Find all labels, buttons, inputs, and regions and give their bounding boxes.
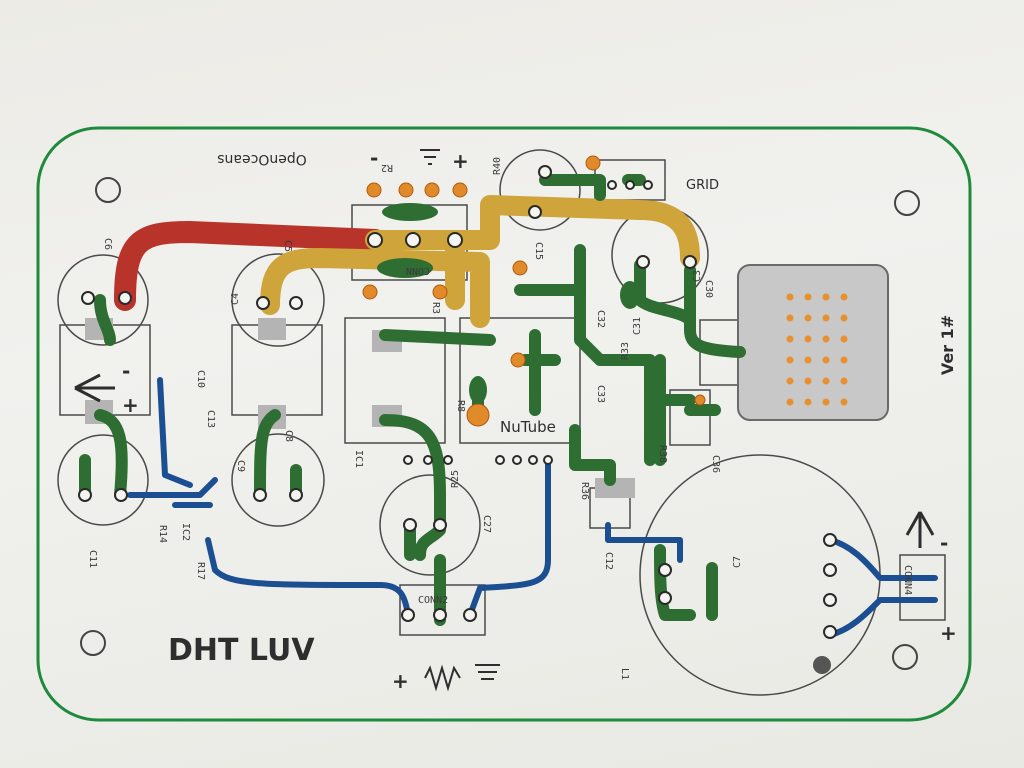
left-minus-symbol: - xyxy=(122,359,130,383)
right-minus-symbol: - xyxy=(940,531,948,555)
label-ic1: IC1 xyxy=(353,450,364,468)
right-plus-symbol: + xyxy=(940,621,957,645)
left-plus-symbol: + xyxy=(122,393,139,417)
label-ic2: IC2 xyxy=(180,523,191,541)
top-minus-symbol: - xyxy=(370,146,378,170)
label-l1: L1 xyxy=(619,668,630,680)
mounting-hole-top-right xyxy=(894,190,920,216)
ic1-body xyxy=(344,317,446,444)
gold-traces xyxy=(260,195,700,328)
label-r33: R33 xyxy=(620,342,631,360)
top-ground-symbol-icon xyxy=(420,149,440,165)
label-r25: R25 xyxy=(450,470,461,488)
label-r40: R40 xyxy=(492,157,503,175)
label-conn4: CONN4 xyxy=(902,565,913,595)
label-c7: C7 xyxy=(732,556,743,568)
display-module xyxy=(737,264,889,421)
nutube-socket xyxy=(459,317,581,444)
label-c31: C31 xyxy=(632,317,643,335)
label-c5: C5 xyxy=(282,240,293,252)
c40-outline xyxy=(499,149,581,231)
label-r38: R38 xyxy=(657,445,668,463)
label-c33: C33 xyxy=(595,385,606,403)
label-c4: C4 xyxy=(230,293,241,305)
c11-outline xyxy=(57,434,149,526)
label-c3: C3 xyxy=(692,270,703,282)
label-c36: C36 xyxy=(710,455,721,473)
grid-label: GRID xyxy=(686,178,719,193)
designators: C6 C5 C4 C3 C8 C9 C10 C11 C12 C13 C15 C2… xyxy=(87,157,913,680)
left-arrow-icon xyxy=(74,373,115,403)
c6-outline xyxy=(57,254,149,346)
mounting-hole-bottom-right xyxy=(892,644,918,670)
c4-outline xyxy=(231,253,325,347)
top-plus-symbol: + xyxy=(452,149,469,173)
polarity-symbols: - + + + - + - xyxy=(122,146,957,693)
l1-outline xyxy=(639,454,881,696)
bottom-plus-symbol: + xyxy=(392,669,409,693)
label-r14: R14 xyxy=(157,525,168,543)
ground-symbol-icon xyxy=(475,664,500,680)
label-c6: C6 xyxy=(102,238,113,250)
label-c32: C32 xyxy=(595,310,606,328)
nutube-label: NuTube xyxy=(500,418,556,436)
label-c13: C13 xyxy=(205,410,216,428)
label-r8: R8 xyxy=(455,400,466,412)
label-r2: R2 xyxy=(381,162,393,173)
label-c11: C11 xyxy=(87,550,98,568)
label-c9: C9 xyxy=(235,460,246,472)
label-c15: C15 xyxy=(533,242,544,260)
c9-outline xyxy=(231,433,325,527)
right-arrow-icon xyxy=(905,511,935,548)
mounting-hole-top-left xyxy=(95,177,121,203)
conn4-body xyxy=(899,554,946,621)
label-c30: C30 xyxy=(703,280,714,298)
label-c10: C10 xyxy=(195,370,206,388)
white-pads xyxy=(78,165,837,639)
label-c12: C12 xyxy=(603,552,614,570)
label-r3: R3 xyxy=(430,302,441,314)
label-c8: C8 xyxy=(283,430,294,442)
mounting-hole-bottom-left xyxy=(80,630,106,656)
c27-outline xyxy=(379,474,481,576)
red-power-trace xyxy=(114,220,386,311)
l1-marker-dot xyxy=(813,656,831,674)
resistor-symbol-icon xyxy=(424,664,461,692)
orange-pads xyxy=(362,155,706,427)
version-label: Ver 1# xyxy=(938,315,957,375)
label-conn2: CONN2 xyxy=(418,595,448,606)
green-oval-pads xyxy=(377,203,640,404)
r38-body xyxy=(669,389,711,446)
board-title: DHT LUV xyxy=(168,633,315,668)
label-r36: R36 xyxy=(579,482,590,500)
label-conn: CONN xyxy=(406,265,430,276)
label-r17: R17 xyxy=(195,562,206,580)
brand-label: OpenOceans xyxy=(217,151,306,167)
board-outline xyxy=(36,126,972,722)
display-pin-grid xyxy=(786,293,848,406)
green-traces xyxy=(79,174,746,626)
label-c27: C27 xyxy=(481,515,492,533)
